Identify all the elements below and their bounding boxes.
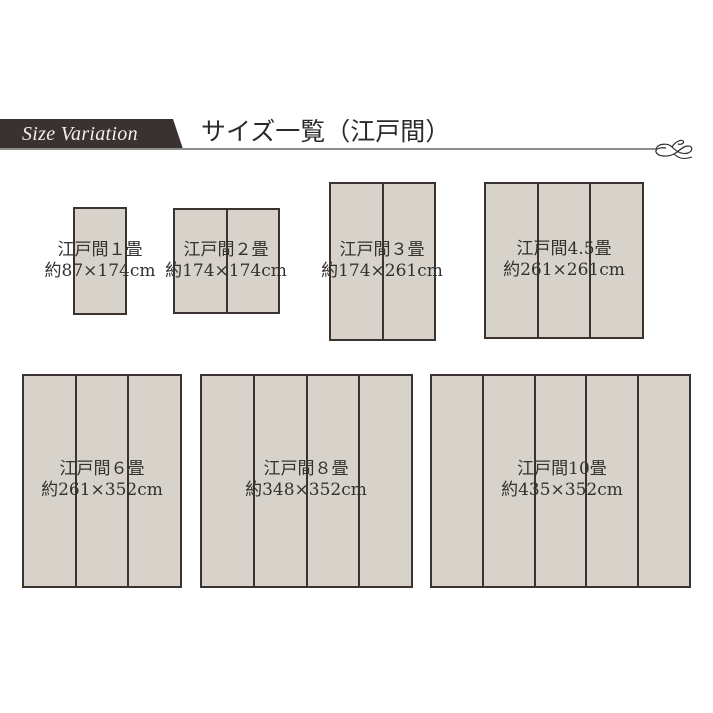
mat-1-jo-label: 江戸間１畳 約87×174cm — [45, 240, 156, 282]
mat-6-jo — [22, 374, 182, 588]
tatami-panel — [24, 376, 77, 586]
tatami-panel — [539, 184, 592, 337]
tatami-panel — [587, 376, 640, 586]
size-dimensions: 約348×352cm — [245, 480, 367, 500]
size-dimensions: 約87×174cm — [44, 261, 156, 281]
size-name: 江戸間１畳 — [57, 240, 143, 260]
tatami-panel — [77, 376, 130, 586]
mat-10-jo — [430, 374, 691, 588]
tatami-panel — [360, 376, 411, 586]
flourish-ornament-icon — [648, 139, 693, 159]
tatami-panel — [175, 210, 228, 312]
size-dimensions: 約174×174cm — [165, 261, 287, 281]
size-dimensions: 約261×352cm — [41, 480, 163, 500]
size-name: 江戸間4.5畳 — [516, 239, 612, 259]
mat-10-jo-label: 江戸間10畳 約435×352cm — [501, 459, 623, 501]
tatami-panel — [308, 376, 361, 586]
tatami-panel — [639, 376, 689, 586]
mat-3-jo — [329, 182, 436, 341]
mat-4-5-jo — [484, 182, 644, 339]
banner-label: Size Variation — [22, 123, 138, 145]
mat-3-jo-label: 江戸間３畳 約174×261cm — [321, 240, 443, 282]
tatami-panel — [486, 184, 539, 337]
mat-2-jo — [173, 208, 280, 314]
size-name: 江戸間10畳 — [517, 459, 607, 479]
mat-6-jo-label: 江戸間６畳 約261×352cm — [41, 459, 163, 501]
mat-8-jo-label: 江戸間８畳 約348×352cm — [245, 459, 367, 501]
mat-1-jo — [73, 207, 127, 315]
mat-8-jo — [200, 374, 413, 588]
mat-2-jo-label: 江戸間２畳 約174×174cm — [165, 240, 287, 282]
tatami-panel — [331, 184, 384, 339]
tatami-panel — [432, 376, 484, 586]
mat-4-5-jo-label: 江戸間4.5畳 約261×261cm — [503, 239, 625, 281]
size-name: 江戸間６畳 — [59, 459, 145, 479]
size-dimensions: 約174×261cm — [321, 261, 443, 281]
header-divider — [0, 148, 656, 150]
size-dimensions: 約261×261cm — [503, 260, 625, 280]
tatami-panel — [536, 376, 588, 586]
size-name: 江戸間３畳 — [339, 240, 425, 260]
size-name: 江戸間８畳 — [263, 459, 349, 479]
size-dimensions: 約435×352cm — [501, 480, 623, 500]
tatami-panel — [202, 376, 255, 586]
size-name: 江戸間２畳 — [183, 240, 269, 260]
tatami-panel — [484, 376, 536, 586]
tatami-panel — [255, 376, 308, 586]
size-variation-banner — [0, 119, 183, 149]
page-title: サイズ一覧（江戸間） — [201, 117, 451, 146]
